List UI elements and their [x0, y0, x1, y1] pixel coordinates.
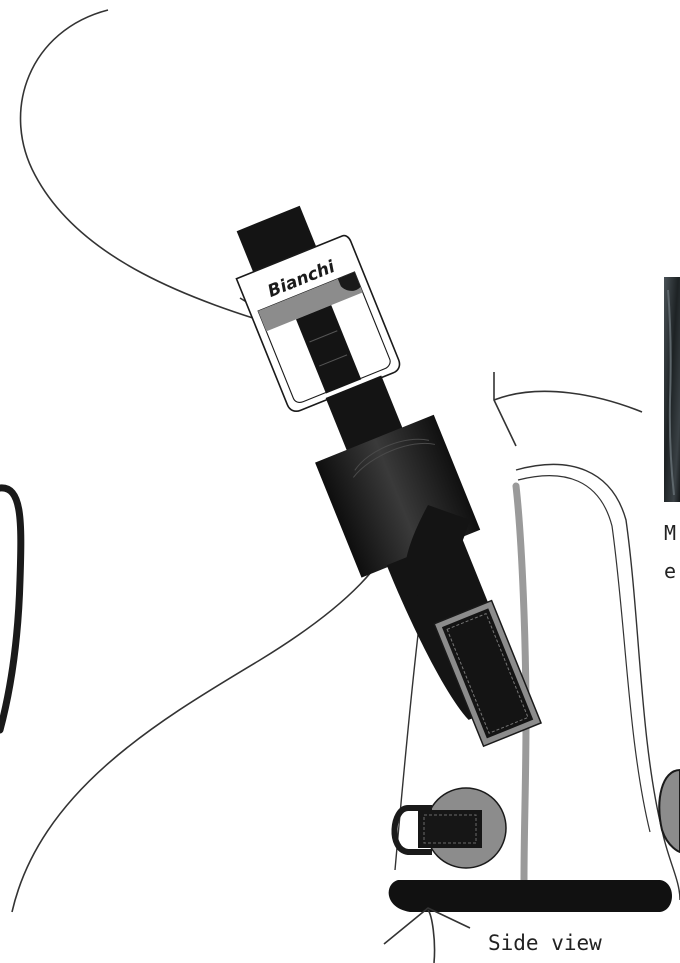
- strap-stitch-2: [319, 354, 348, 367]
- logo-gray-notch: [337, 272, 361, 291]
- annotation-arrow-curve-right: [493, 390, 643, 413]
- cropped-caption-line-2: e: [664, 559, 676, 583]
- annotation-arrowhead-label: [383, 907, 471, 945]
- right-side-patch: [658, 768, 680, 854]
- velcro-patch-inner: [441, 608, 534, 739]
- d-ring-tab: [418, 810, 482, 848]
- strap-middle: [325, 375, 403, 452]
- cuff-seam-arc: [354, 438, 430, 471]
- cuff-seam-arc-2: [352, 442, 436, 478]
- d-ring-tab-stitch: [423, 814, 477, 844]
- strap-stitch-1: [309, 330, 338, 343]
- bag-back-outline-inner: [517, 475, 651, 833]
- left-bag-outline: [0, 484, 25, 734]
- annotation-arrow-curve-top: [19, 9, 293, 331]
- logo-pocket-inner: [257, 271, 391, 403]
- bag-base: [388, 880, 672, 912]
- annotation-arrow-curve-bottom-left: [11, 519, 401, 913]
- strap-wedge: [405, 505, 470, 598]
- cropped-caption-line-1: M: [664, 521, 676, 545]
- bag-back-outline-outer: [515, 463, 680, 901]
- annotation-arrow-curve-label: [427, 909, 436, 963]
- logo-gray-band: [258, 272, 363, 332]
- side-view-label: Side view: [488, 931, 602, 955]
- photo-thumbnail: [664, 277, 680, 502]
- annotation-arrowhead-right: [493, 372, 517, 447]
- d-ring-loop: [391, 805, 432, 855]
- photo-highlight: [667, 289, 675, 496]
- main-strap-assembly: Bianchi: [235, 205, 543, 748]
- strap-through-pocket: [296, 305, 362, 394]
